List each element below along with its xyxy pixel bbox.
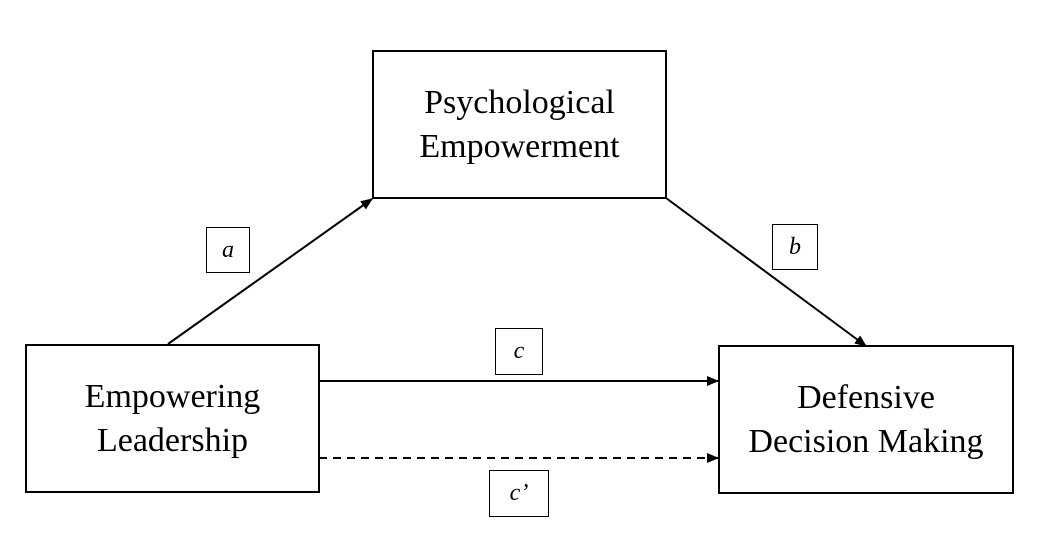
path-a-label: a xyxy=(206,227,250,273)
outcome-label-line1: Defensive xyxy=(797,378,935,416)
mediator-label-line1: Psychological xyxy=(424,83,615,121)
mediator-label: Psychological Empowerment xyxy=(419,81,619,169)
mediator-label-line2: Empowerment xyxy=(419,127,620,165)
path-b-arrow xyxy=(665,197,867,347)
outcome-label: Defensive Decision Making xyxy=(748,376,983,464)
predictor-box: Empowering Leadership xyxy=(25,344,320,493)
predictor-label-line1: Empowering xyxy=(84,377,261,415)
path-b-label: b xyxy=(772,224,818,270)
predictor-label-line2: Leadership xyxy=(96,421,249,459)
mediator-box: Psychological Empowerment xyxy=(372,50,667,199)
predictor-label: Empowering Leadership xyxy=(85,375,261,463)
outcome-label-line2: Decision Making xyxy=(748,422,984,460)
path-c-prime-label: c’ xyxy=(489,470,549,517)
outcome-box: Defensive Decision Making xyxy=(718,345,1014,494)
path-a-arrow xyxy=(167,198,373,345)
path-c-label: c xyxy=(495,328,543,375)
